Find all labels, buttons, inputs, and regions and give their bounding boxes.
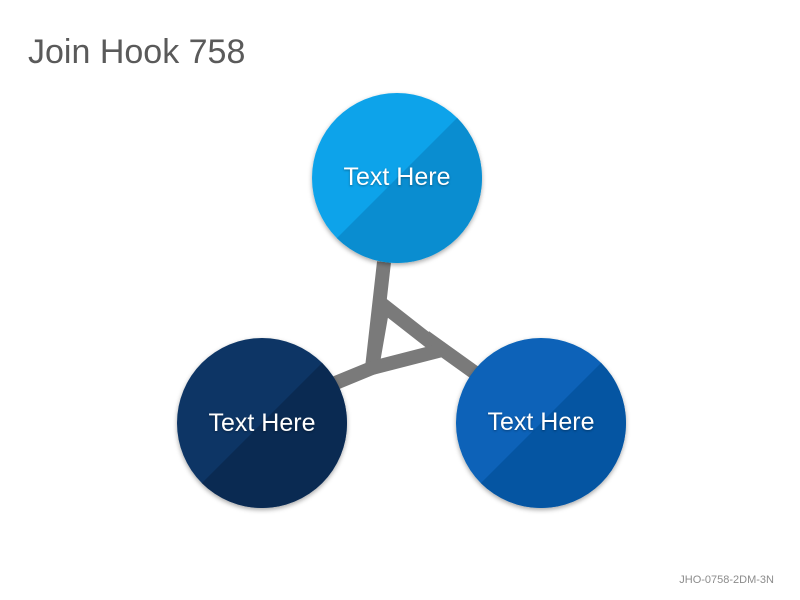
node-top-label: Text Here — [343, 163, 451, 191]
connector-arm — [420, 331, 483, 381]
node-left-shade — [177, 338, 347, 508]
node-left-label: Text Here — [208, 409, 316, 437]
footer-code: JHO-0758-2DM-3N — [679, 574, 774, 586]
connector-hook — [330, 261, 483, 391]
page-title: Join Hook 758 — [28, 33, 246, 71]
node-right-shade — [456, 338, 626, 508]
node-top-shade — [312, 93, 482, 263]
connector-bar — [370, 342, 448, 375]
connector-triangle — [365, 292, 448, 370]
node-right-label: Text Here — [487, 408, 595, 436]
